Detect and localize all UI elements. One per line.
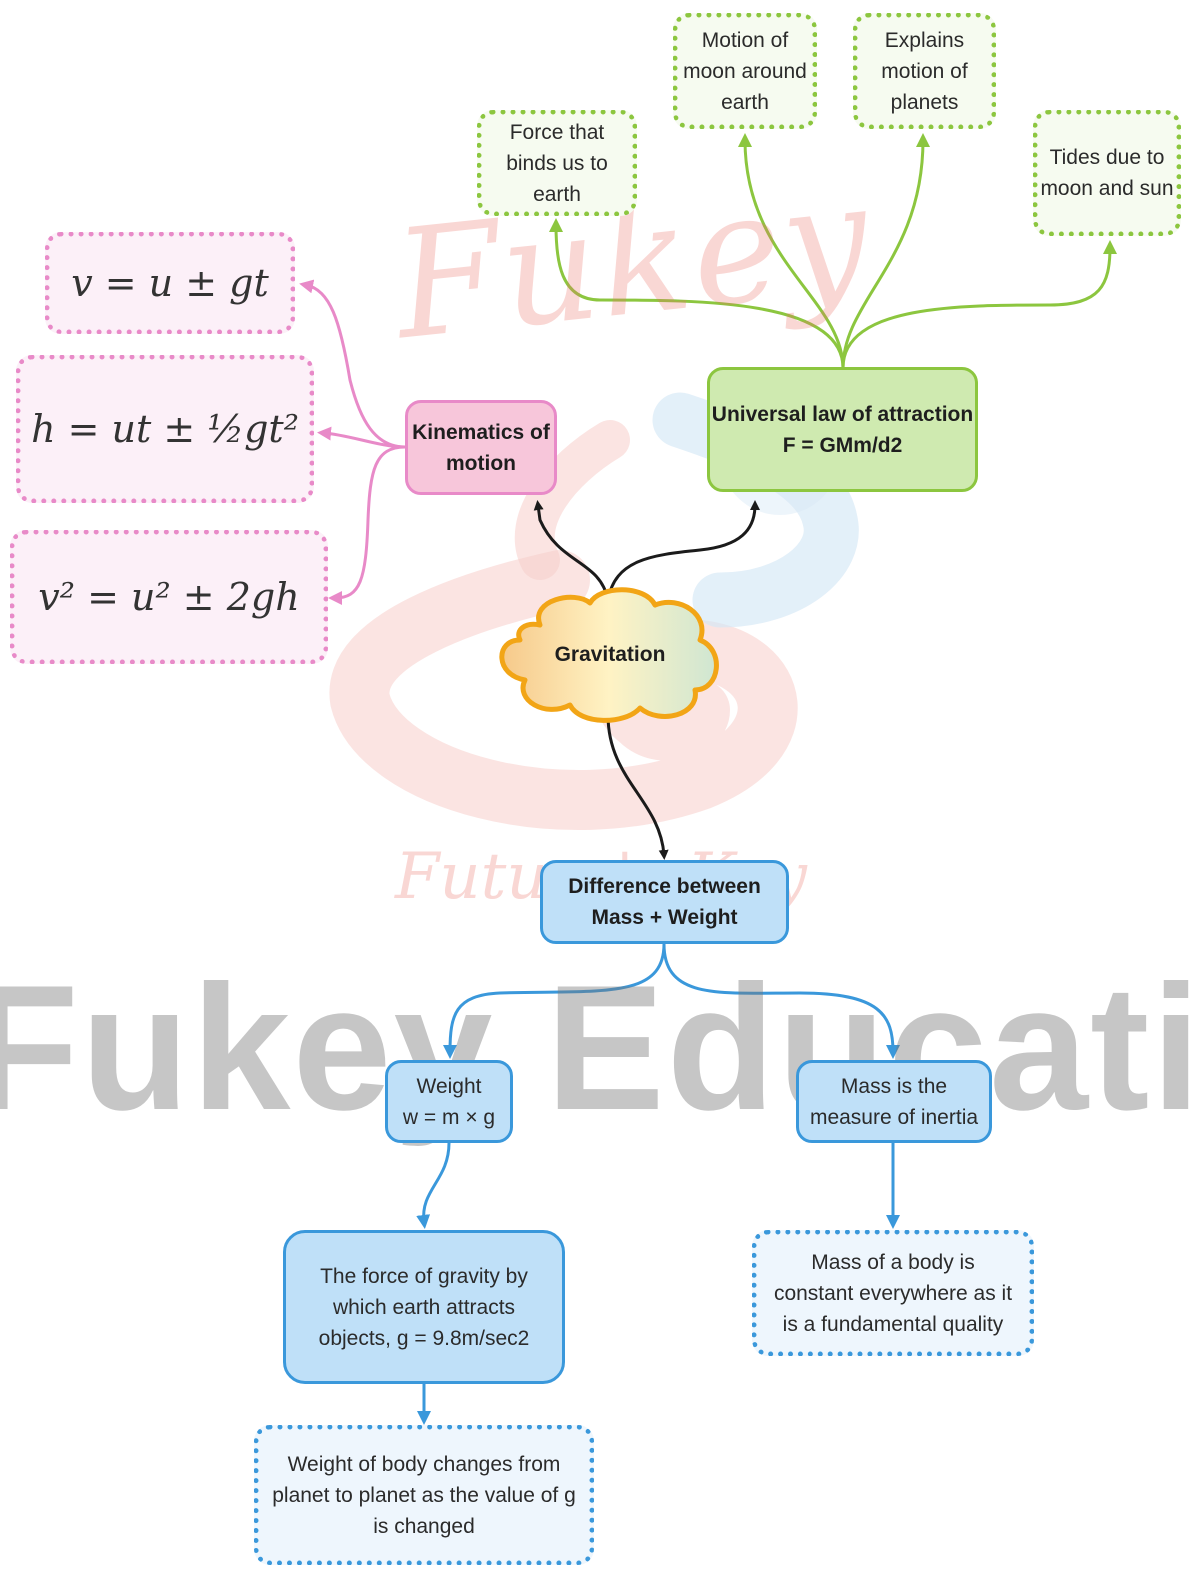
application-2: Motion of moon around earth bbox=[683, 28, 807, 114]
mass-title: Mass is the measure of inertia bbox=[809, 1074, 979, 1129]
application-1: Force that binds us to earth bbox=[506, 120, 608, 206]
gravitation-label: Gravitation bbox=[554, 642, 666, 666]
blue-connectors bbox=[416, 943, 900, 1425]
mass-weight-title: Difference between Mass + Weight bbox=[568, 875, 761, 929]
application-node-3: Explains motion of planets bbox=[853, 13, 996, 129]
weight-definition: The force of gravity by which earth attr… bbox=[318, 1264, 530, 1350]
formula-3: v² = u² ± 2gh bbox=[38, 575, 300, 619]
application-4: Tides due to moon and sun bbox=[1040, 146, 1174, 200]
gravitation-cloud-shape bbox=[499, 587, 719, 723]
kinematics-node: Kinematics of motion bbox=[405, 400, 557, 495]
mass-note: Mass of a body is constant everywhere as… bbox=[773, 1250, 1013, 1336]
formula-2: h = ut ± ½gt² bbox=[31, 407, 299, 451]
gravitation-node: Gravitation bbox=[520, 628, 700, 680]
weight-formula: w = m × g bbox=[402, 1105, 496, 1129]
mass-note-node: Mass of a body is constant everywhere as… bbox=[752, 1230, 1034, 1356]
green-connectors bbox=[549, 133, 1117, 369]
weight-definition-node: The force of gravity by which earth attr… bbox=[283, 1230, 565, 1384]
kinematics-title: Kinematics of motion bbox=[412, 420, 550, 475]
application-node-4: Tides due to moon and sun bbox=[1033, 110, 1181, 236]
weight-note-node: Weight of body changes from planet to pl… bbox=[254, 1425, 594, 1565]
weight-note: Weight of body changes from planet to pl… bbox=[272, 1452, 576, 1538]
mass-node: Mass is the measure of inertia bbox=[796, 1060, 992, 1143]
universal-law-formula: F = GMm/d2 bbox=[782, 433, 903, 457]
weight-node: Weight w = m × g bbox=[385, 1060, 513, 1143]
application-node-2: Motion of moon around earth bbox=[673, 13, 817, 129]
dark-connectors bbox=[533, 500, 760, 860]
application-node-1: Force that binds us to earth bbox=[477, 110, 637, 216]
formula-node-2: h = ut ± ½gt² bbox=[16, 355, 314, 503]
universal-law-node: Universal law of attraction F = GMm/d2 bbox=[707, 367, 978, 492]
mass-weight-node: Difference between Mass + Weight bbox=[540, 860, 789, 944]
pink-connectors bbox=[299, 279, 406, 605]
application-3: Explains motion of planets bbox=[881, 28, 968, 114]
formula-1: v = u ± gt bbox=[71, 261, 269, 305]
formula-node-3: v² = u² ± 2gh bbox=[10, 530, 328, 664]
weight-title: Weight bbox=[416, 1074, 482, 1098]
formula-node-1: v = u ± gt bbox=[45, 232, 295, 334]
universal-law-title: Universal law of attraction bbox=[711, 402, 974, 426]
